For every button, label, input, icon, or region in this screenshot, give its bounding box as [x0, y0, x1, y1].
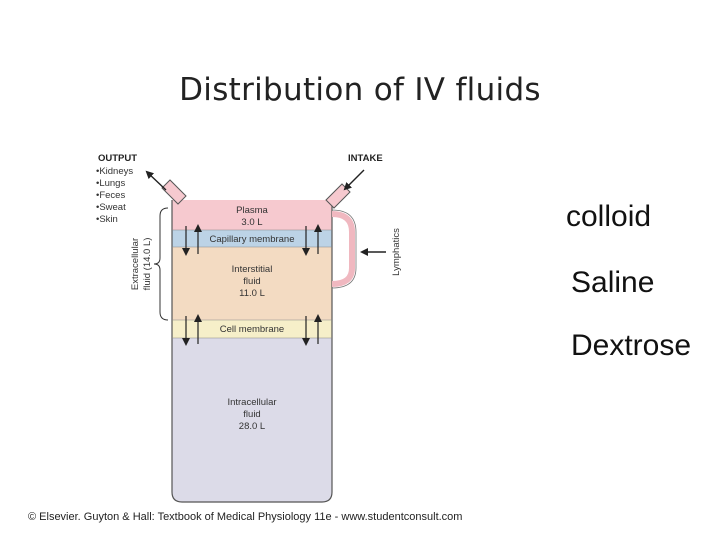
extracellular-brace	[154, 208, 168, 320]
option-saline: Saline	[571, 266, 654, 300]
output-arrow	[147, 172, 166, 190]
intake-heading: INTAKE	[348, 153, 383, 164]
output-item: •Feces	[96, 190, 125, 201]
extracellular-label: Extracellular	[130, 238, 141, 290]
plasma-label: Plasma	[236, 205, 268, 216]
output-item: •Kidneys	[96, 166, 133, 177]
option-dextrose: Dextrose	[571, 329, 691, 363]
interstitial-label: Interstitial	[232, 264, 273, 275]
extracellular-label: fluid (14.0 L)	[142, 238, 153, 291]
intracellular-compartment	[172, 338, 332, 502]
image-credit: © Elsevier. Guyton & Hall: Textbook of M…	[28, 511, 462, 523]
intracellular-label: fluid	[243, 409, 260, 420]
capillary-membrane-label: Capillary membrane	[209, 234, 294, 245]
cell-membrane-label: Cell membrane	[220, 324, 284, 335]
output-item: •Sweat	[96, 202, 126, 213]
output-item: •Lungs	[96, 178, 125, 189]
option-colloid: colloid	[566, 200, 651, 234]
intracellular-volume: 28.0 L	[239, 421, 265, 432]
plasma-volume: 3.0 L	[241, 217, 262, 228]
interstitial-volume: 11.0 L	[239, 288, 265, 299]
lymphatics-loop	[332, 214, 352, 284]
lymphatics-label: Lymphatics	[391, 228, 402, 276]
intake-arrow	[345, 170, 364, 189]
output-heading: OUTPUT	[98, 153, 137, 164]
output-item: •Skin	[96, 214, 118, 225]
interstitial-label: fluid	[243, 276, 260, 287]
intracellular-label: Intracellular	[227, 397, 276, 408]
